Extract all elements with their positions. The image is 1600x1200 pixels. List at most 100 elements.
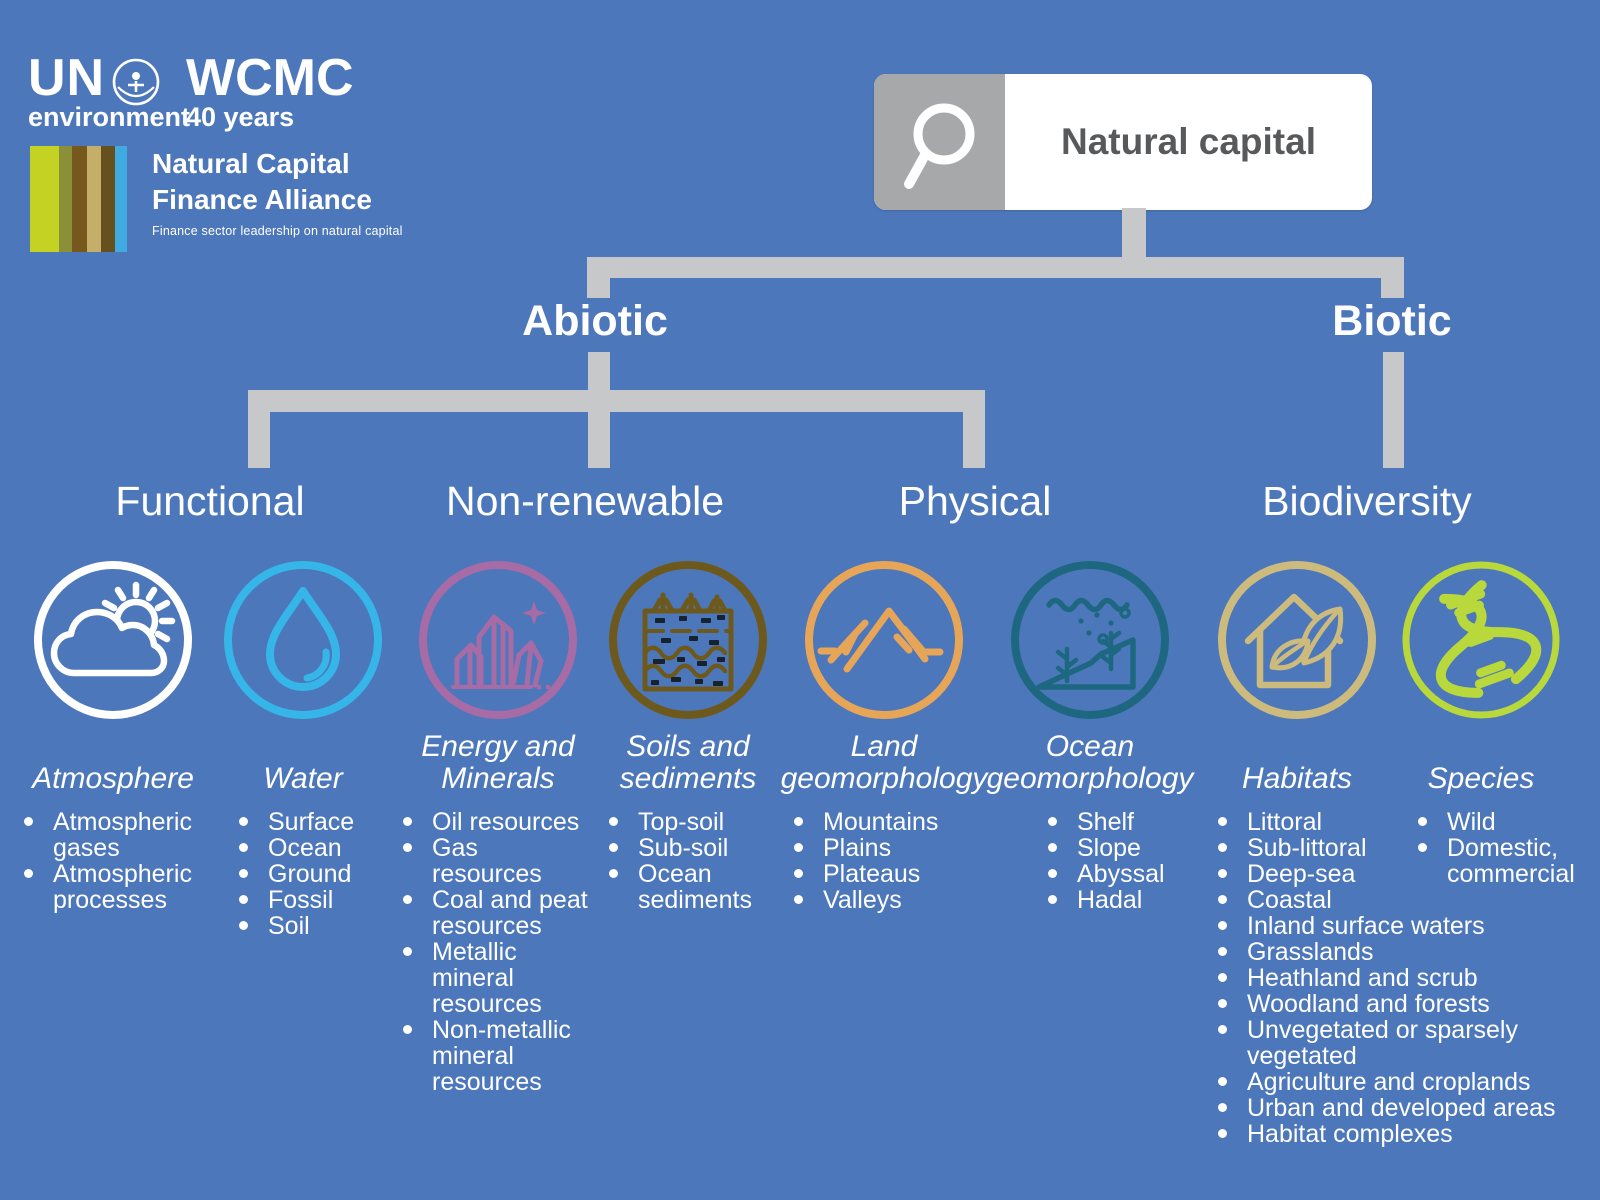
connector-biotic-drop: [1381, 257, 1404, 298]
species-icon: [1398, 557, 1564, 723]
ncfa-logo: Natural Capital Finance Alliance Finance…: [30, 146, 403, 252]
list-item: Wild: [1417, 809, 1597, 835]
energy-minerals-icon: [415, 557, 581, 723]
list-item: Slope: [1047, 835, 1197, 861]
ncfa-stripe: [115, 146, 127, 252]
ncfa-stripe: [30, 146, 59, 252]
list-item: Heathland and scrub: [1217, 965, 1589, 991]
column-subtitle: Habitats: [1241, 762, 1353, 795]
ncfa-stripe: [72, 146, 87, 252]
list-item: Agriculture and croplands: [1217, 1069, 1589, 1095]
un-logo-text: UN: [28, 49, 106, 107]
soils-sediments-icon: [605, 557, 771, 723]
atmosphere-icon: [30, 557, 196, 723]
ncfa-logo-text: Natural Capital Finance Alliance Finance…: [152, 146, 403, 252]
column-subtitle: Soils and sediments: [619, 730, 757, 795]
category-label-functional: Functional: [115, 478, 305, 524]
column-subtitle: Land geomorphology: [780, 730, 988, 795]
list-item: Ocean sediments: [608, 861, 783, 913]
list-item: Unvegetated or sparsely vegetated: [1217, 1017, 1589, 1069]
list-item: Metallic mineral resources: [402, 939, 612, 1017]
list-item: Littoral: [1217, 809, 1589, 835]
list-item: Ground: [238, 861, 388, 887]
list-item: Grasslands: [1217, 939, 1589, 965]
un-environment-text: environment: [28, 102, 191, 132]
column-subtitle: Species: [1427, 762, 1535, 795]
ncfa-stripes-icon: [30, 146, 127, 252]
wcmc-40-years-text: 40 years: [186, 102, 295, 132]
list-item: Shelf: [1047, 809, 1197, 835]
list-item: Habitat complexes: [1217, 1121, 1589, 1147]
list-item: Abyssal: [1047, 861, 1197, 887]
list-item: Gas resources: [402, 835, 612, 887]
list-item: Valleys: [793, 887, 983, 913]
wcmc-logo-text: WCMC: [186, 49, 354, 107]
land-geomorphology-icon: [801, 557, 967, 723]
list-item: Sub-soil: [608, 835, 783, 861]
list-item: Plateaus: [793, 861, 983, 887]
list-item: Inland surface waters: [1217, 913, 1589, 939]
list-item: Atmospheric gases: [23, 809, 228, 861]
category-label-biodiversity: Biodiversity: [1262, 478, 1472, 524]
list-item: Mountains: [793, 809, 983, 835]
un-emblem-icon: [110, 56, 162, 108]
ncfa-stripe: [101, 146, 115, 252]
habitats-icon: [1214, 557, 1380, 723]
column-subtitle: Ocean geomorphology: [986, 730, 1194, 795]
list-item: Hadal: [1047, 887, 1197, 913]
connector-level2-bar: [248, 390, 985, 412]
ncfa-name-line2: Finance Alliance: [152, 184, 372, 215]
water-icon: [220, 557, 386, 723]
ncfa-stripe: [87, 146, 101, 252]
list-item: Soil: [238, 913, 388, 939]
ocean-geomorphology-icon: [1007, 557, 1173, 723]
list-item: Coastal: [1217, 887, 1589, 913]
connector-physical-drop: [963, 390, 985, 468]
list-item: Oil resources: [402, 809, 612, 835]
list-item: Atmospheric processes: [23, 861, 228, 913]
soil-specks: [651, 615, 725, 686]
column-subtitle: Water: [263, 762, 343, 795]
column-subtitle: Energy and Minerals: [421, 730, 575, 795]
branch-label-abiotic: Abiotic: [522, 297, 668, 345]
list-item: Plains: [793, 835, 983, 861]
connector-abiotic-drop: [587, 257, 610, 298]
list-item: Non-metallic mineral resources: [402, 1017, 612, 1095]
category-label-physical: Physical: [898, 478, 1052, 524]
list-item: Surface: [238, 809, 388, 835]
ncfa-stripe: [59, 146, 72, 252]
list-item: Ocean: [238, 835, 388, 861]
list-item: Coal and peat resources: [402, 887, 612, 939]
column-subtitle: Atmosphere: [32, 762, 194, 795]
list-item: Top-soil: [608, 809, 783, 835]
list-item: Sub-littoral: [1217, 835, 1589, 861]
list-item: Fossil: [238, 887, 388, 913]
connector-level1-bar: [587, 257, 1404, 278]
connector-functional-drop: [248, 390, 270, 468]
magnifier-icon: [874, 74, 1005, 210]
list-item: Woodland and forests: [1217, 991, 1589, 1017]
list-item: Deep-sea: [1217, 861, 1589, 887]
list-item: Urban and developed areas: [1217, 1095, 1589, 1121]
list-item: Domestic, commercial: [1417, 835, 1597, 887]
connector-root-stem: [1122, 208, 1146, 258]
connector-biodiversity-stem: [1383, 352, 1404, 468]
ncfa-tagline: Finance sector leadership on natural cap…: [152, 224, 403, 238]
root-node-natural-capital: Natural capital: [874, 74, 1372, 210]
category-label-non-renewable: Non-renewable: [445, 478, 725, 524]
branch-label-biotic: Biotic: [1332, 297, 1452, 345]
